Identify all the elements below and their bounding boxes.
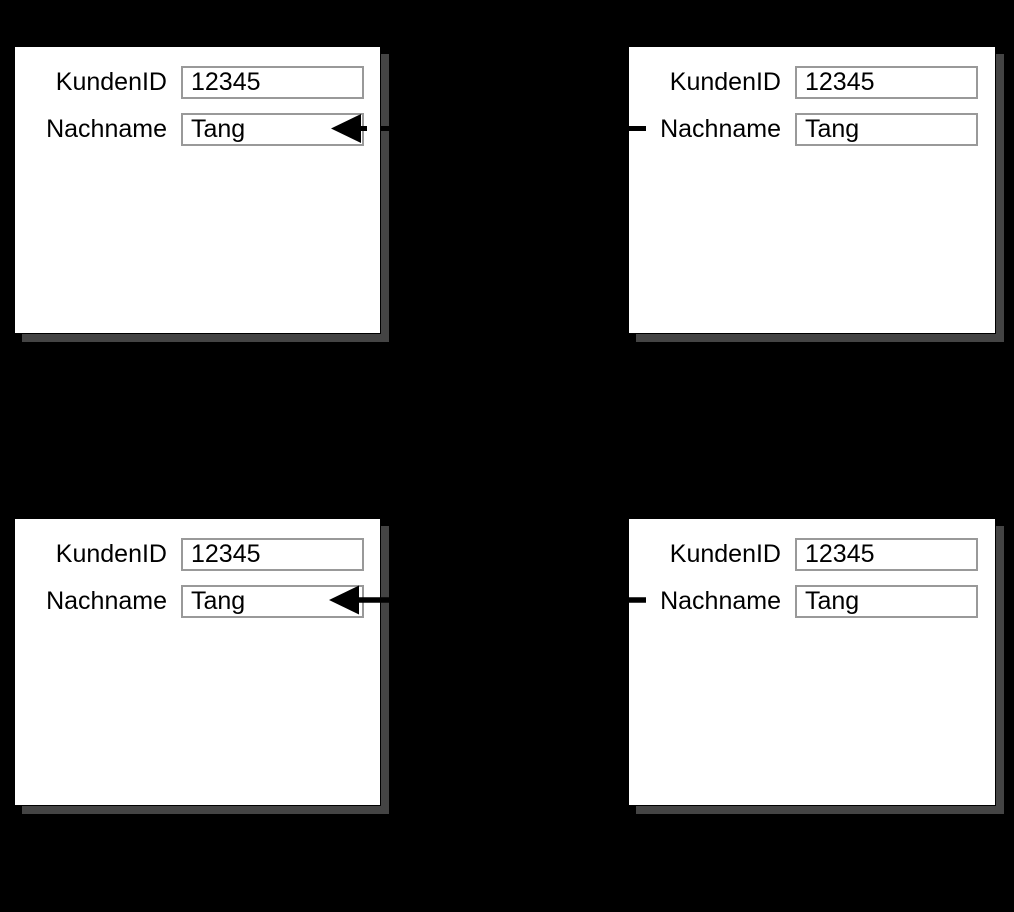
form-window-bottom-left: KundenID Nachname [14, 518, 381, 806]
kundenid-input[interactable] [795, 66, 978, 99]
nachname-label: Nachname [660, 115, 781, 143]
kundenid-input[interactable] [795, 538, 978, 571]
kundenid-label: KundenID [55, 540, 167, 568]
kundenid-label: KundenID [669, 540, 781, 568]
nachname-label: Nachname [46, 115, 167, 143]
nachname-label: Nachname [660, 587, 781, 615]
nachname-row: Nachname [15, 113, 364, 146]
nachname-row: Nachname [629, 113, 978, 146]
nachname-input[interactable] [795, 585, 978, 618]
kundenid-label: KundenID [55, 68, 167, 96]
kundenid-row: KundenID [629, 538, 978, 571]
kundenid-label: KundenID [669, 68, 781, 96]
form-window-top-right: KundenID Nachname [628, 46, 996, 334]
nachname-row: Nachname [15, 585, 364, 618]
nachname-row: Nachname [629, 585, 978, 618]
kundenid-row: KundenID [15, 538, 364, 571]
kundenid-input[interactable] [181, 66, 364, 99]
form-window-bottom-right: KundenID Nachname [628, 518, 996, 806]
nachname-input[interactable] [795, 113, 978, 146]
kundenid-row: KundenID [629, 66, 978, 99]
nachname-input[interactable] [181, 113, 364, 146]
kundenid-row: KundenID [15, 66, 364, 99]
kundenid-input[interactable] [181, 538, 364, 571]
nachname-input[interactable] [181, 585, 364, 618]
nachname-label: Nachname [46, 587, 167, 615]
form-window-top-left: KundenID Nachname [14, 46, 381, 334]
